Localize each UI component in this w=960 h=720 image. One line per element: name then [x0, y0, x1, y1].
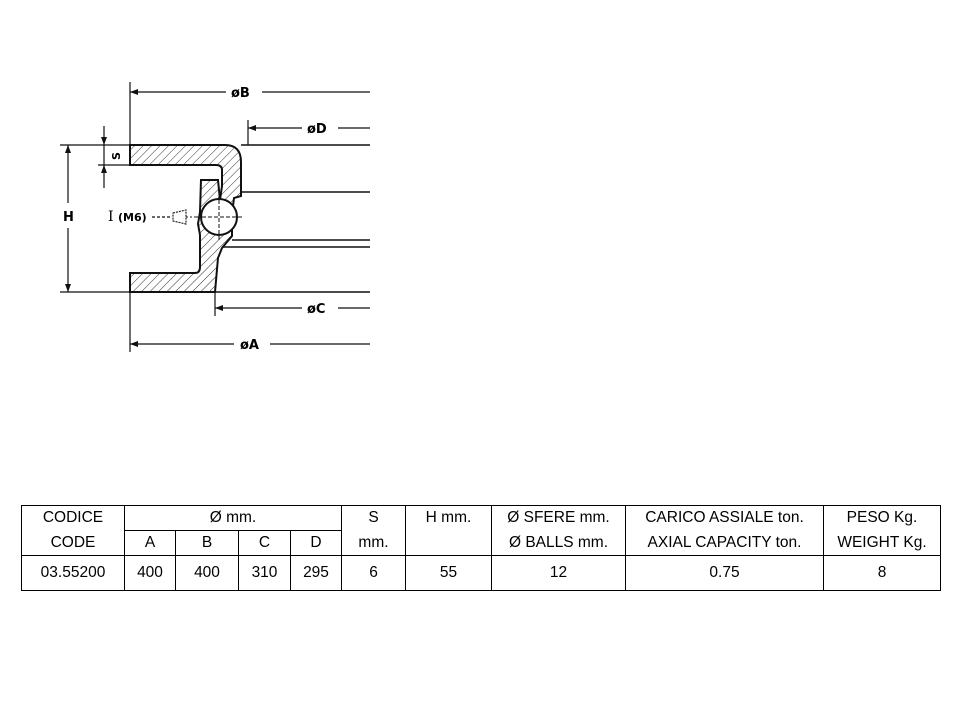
cell-weight: 8 [823, 555, 941, 591]
lube-point-size-label: (M6) [118, 211, 147, 224]
thickness-label: S [110, 152, 123, 160]
header-axial-en: AXIAL CAPACITY ton. [625, 530, 824, 556]
header-a: A [124, 530, 176, 556]
cell-a: 400 [124, 555, 176, 591]
cell-d: 295 [290, 555, 342, 591]
cell-h: 55 [405, 555, 492, 591]
header-balls-en: Ø BALLS mm. [491, 530, 626, 556]
dia-b-label: øB [231, 86, 250, 101]
header-b: B [175, 530, 239, 556]
lube-point-label: I [108, 209, 114, 225]
header-h-blank [405, 530, 492, 556]
cell-b: 400 [175, 555, 239, 591]
header-s: S [341, 505, 406, 531]
header-s-unit: mm. [341, 530, 406, 556]
header-weight-en: WEIGHT Kg. [823, 530, 941, 556]
header-weight-it: PESO Kg. [823, 505, 941, 531]
cell-axial: 0.75 [625, 555, 824, 591]
header-code-en: CODE [21, 530, 125, 556]
header-axial-it: CARICO ASSIALE ton. [625, 505, 824, 531]
specification-table: CODICE Ø mm. S H mm. Ø SFERE mm. CARICO … [21, 505, 941, 591]
ball [200, 198, 238, 236]
header-d: D [290, 530, 342, 556]
cell-c: 310 [238, 555, 291, 591]
header-balls-it: Ø SFERE mm. [491, 505, 626, 531]
height-label: H [63, 210, 74, 225]
lube-plug [172, 209, 187, 225]
header-h: H mm. [405, 505, 492, 531]
header-code-it: CODICE [21, 505, 125, 531]
cell-balls: 12 [491, 555, 626, 591]
cell-code: 03.55200 [21, 555, 125, 591]
table-header-row-2: CODE A B C D mm. Ø BALLS mm. AXIAL CAPAC… [21, 530, 941, 556]
dia-a-label: øA [240, 338, 259, 353]
table-header-row-1: CODICE Ø mm. S H mm. Ø SFERE mm. CARICO … [21, 505, 941, 531]
bearing-cross-section-drawing: øB øD øC øA H S I (M6) [60, 82, 370, 353]
dia-d-label: øD [307, 122, 327, 137]
header-c: C [238, 530, 291, 556]
cell-s: 6 [341, 555, 406, 591]
inner-ring-section [129, 179, 233, 293]
header-diameter: Ø mm. [124, 505, 342, 531]
dia-c-label: øC [307, 302, 325, 317]
table-row: 03.55200 400 400 310 295 6 55 12 0.75 8 [21, 555, 941, 591]
